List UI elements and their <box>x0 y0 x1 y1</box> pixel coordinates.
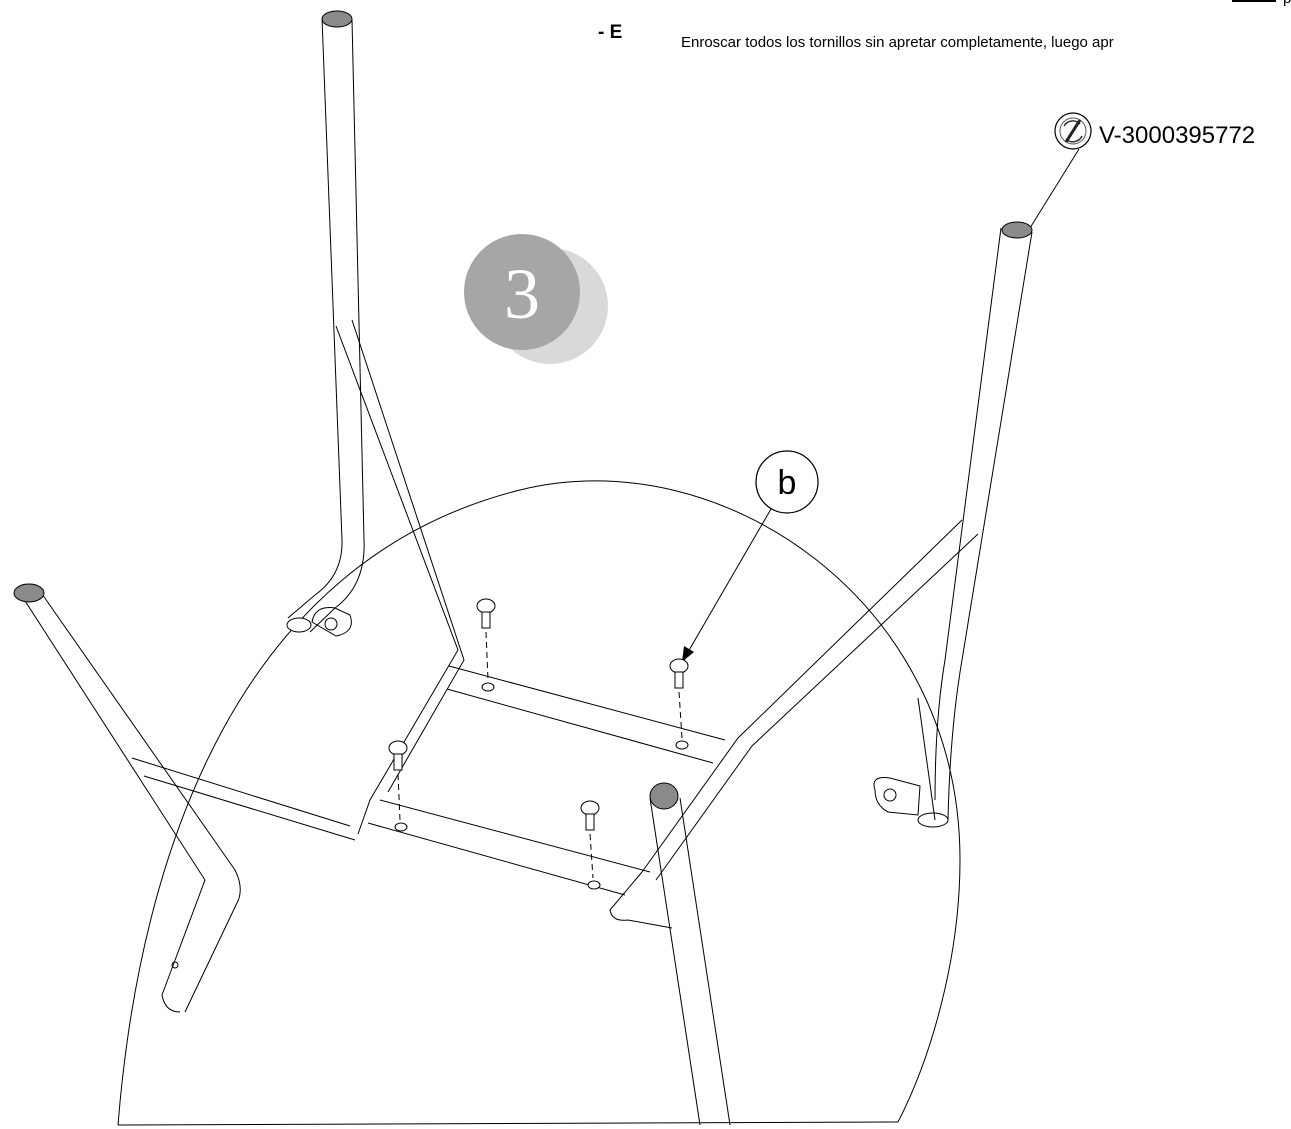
screw-4 <box>580 800 601 890</box>
bracket-hole <box>324 617 338 631</box>
leg-back-right-right <box>947 231 1033 821</box>
leg-cap-front-left <box>13 583 45 603</box>
top-clipped-letter: p <box>1283 0 1291 7</box>
frame-inner-left-1 <box>335 325 459 835</box>
frame-right-foot <box>609 871 673 929</box>
part-callout-b: b <box>682 450 819 662</box>
rail-lower-top <box>379 799 651 873</box>
leg-front-right-left <box>649 797 701 1126</box>
instruction-text: Enroscar todos los tornillos sin apretar… <box>681 34 1114 51</box>
step-number: 3 <box>504 254 540 334</box>
leg-cap-front-right <box>649 782 679 810</box>
rail-left-top <box>131 757 351 827</box>
rail-lower-bottom <box>367 822 626 896</box>
legs <box>13 10 1033 1126</box>
leg-back-left-left <box>287 17 343 619</box>
rail-left-bottom <box>143 775 356 841</box>
leg-back-left-right <box>309 19 365 633</box>
leg-open-end-right <box>917 812 949 828</box>
leg-back-right-edge <box>917 697 936 821</box>
leg-open-end <box>286 617 312 633</box>
frame-inner-left-2 <box>351 319 465 793</box>
tool-callout: V-3000395772 <box>1029 112 1255 229</box>
callout-circle <box>755 450 819 514</box>
step-badge-circle <box>464 234 580 350</box>
tool-code: V-3000395772 <box>1099 122 1255 149</box>
screwdriver-icon <box>1064 119 1082 143</box>
seat-outline <box>117 480 961 1126</box>
top-clipped-fragment <box>1232 0 1276 2</box>
frame-right-diag-2 <box>655 533 979 881</box>
leg-back-right-left <box>934 227 1002 801</box>
bracket-back-left <box>311 607 352 637</box>
language-marker: - E <box>598 22 622 43</box>
leg-cap-back-right <box>1001 221 1033 239</box>
callout-leader-line <box>687 508 772 653</box>
screw-3 <box>388 740 408 832</box>
rail-upper-top <box>448 665 726 741</box>
leg-front-left-inner <box>41 593 241 1013</box>
bracket-hole-right <box>883 788 897 802</box>
tool-leader-line <box>1029 148 1080 229</box>
rotate-screwdriver-icon-inner <box>1059 117 1087 145</box>
leg-front-right-right <box>679 797 731 1126</box>
screw-2 <box>669 658 689 750</box>
bracket-back-right <box>873 777 921 816</box>
frame-rails <box>367 665 726 896</box>
seat <box>117 480 961 1126</box>
frame-right-diag-1 <box>641 519 963 873</box>
callout-arrowhead <box>682 646 694 662</box>
rail-upper-bottom <box>446 688 714 764</box>
step-badge: 3 <box>464 234 608 364</box>
top-clipped-text: p <box>1232 0 1291 7</box>
callout-letter: b <box>778 464 797 502</box>
screws <box>388 598 689 890</box>
leg-cap-back-left <box>321 10 353 28</box>
seat-bottom-edge <box>117 1121 899 1126</box>
screw-1 <box>476 598 496 692</box>
leg-front-left-hole <box>171 961 179 969</box>
leg-front-left-outer <box>17 589 206 1013</box>
